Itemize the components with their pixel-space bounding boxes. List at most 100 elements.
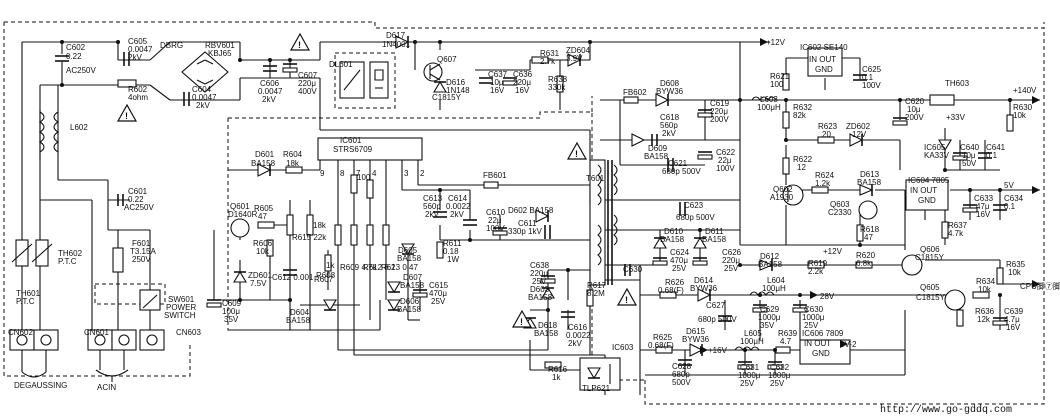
label-c632r: 25V <box>770 379 785 388</box>
label-th603: TH603 <box>945 79 970 88</box>
label-c632: C632 <box>770 363 790 372</box>
label-r612: R612 8.2 <box>363 263 396 272</box>
label-c621: C621 <box>668 159 688 168</box>
svg-text:!: ! <box>625 295 628 305</box>
label-ic601v: STRS6709 <box>333 145 373 154</box>
label-c618v: 560p <box>660 121 678 130</box>
label-d601: D601 <box>255 150 275 159</box>
label-d618: D618 <box>538 321 558 330</box>
label-c607r: 400V <box>298 87 317 96</box>
label-c601: C601 <box>128 187 148 196</box>
junction-dots <box>60 40 1012 352</box>
label-c619: C619 <box>710 99 730 108</box>
label-r620: R620 <box>856 251 876 260</box>
label-r605v: 47 <box>258 212 267 221</box>
svg-text:!: ! <box>125 111 128 121</box>
label-c637: C637 <box>488 70 508 79</box>
label-r611: R611 <box>443 239 462 248</box>
label-c614: C614 <box>448 194 468 203</box>
label-r607: R607 <box>314 275 334 284</box>
label-zd604v: 3.9V <box>566 54 583 63</box>
label-c627v: 680p 500V <box>698 315 737 324</box>
label-d616v: 1N148 <box>446 86 470 95</box>
label-zd604: ZD604 <box>566 46 591 55</box>
label-d606v: BA158 <box>397 305 422 314</box>
label-c607v: 220μ <box>298 79 316 88</box>
label-d604v: BA158 <box>286 316 311 325</box>
label-c612: C612 0.001 <box>272 273 314 282</box>
label-ic606g: GND <box>812 349 830 358</box>
label-r626: R626 <box>665 278 685 287</box>
label-c606v: 0.0047 <box>258 87 283 96</box>
label-c622: C622 <box>716 148 736 157</box>
label-c611: C611 <box>518 219 537 228</box>
label-q601: Q601 <box>230 202 250 211</box>
label-r606v: 10k <box>256 247 270 256</box>
label-r636: R636 <box>975 307 995 316</box>
label-d618v: BA158 <box>534 329 559 338</box>
label-ic601: IC601 <box>340 136 362 145</box>
label-q601v: D1640R <box>228 210 258 219</box>
label-c626: C626 <box>722 248 742 257</box>
label-d617v: 1N4001 <box>382 40 411 49</box>
label-l602: L602 <box>70 123 88 132</box>
label-c601r: AC250V <box>124 203 154 212</box>
label-r611v: 0.18 <box>443 247 459 256</box>
label-r625: R625 <box>653 333 673 342</box>
label-c637v: 10μ <box>490 78 504 87</box>
label-c640: C640 <box>960 143 980 152</box>
label-cn602: CN602 <box>8 328 33 337</box>
label-c619r: 200V <box>710 115 729 124</box>
label-v33: +33V <box>946 113 966 122</box>
label-d610: D610 <box>664 227 684 236</box>
label-c605v: 0.0047 <box>128 45 153 54</box>
label-th601v: P.T.C <box>16 297 35 306</box>
label-acin: ACIN <box>97 383 116 392</box>
label-r636v: 12k <box>977 315 991 324</box>
label-q603: Q603 <box>830 200 850 209</box>
label-d617: D617 <box>386 31 406 40</box>
label-r616v: 1k <box>326 261 335 270</box>
label-d605: D605 <box>398 246 418 255</box>
label-r637v: 4.7k <box>948 229 964 238</box>
label-t601: T601 <box>586 174 605 183</box>
label-r617v: 8.2M <box>587 289 605 298</box>
label-d609: D609 <box>648 144 668 153</box>
label-cn601: CN601 <box>84 328 109 337</box>
label-c606: C606 <box>260 79 280 88</box>
label-r631: R631 <box>540 49 560 58</box>
label-d612: D612 <box>760 252 780 261</box>
label-c605r: 2kV <box>128 53 142 62</box>
label-r602: R602 <box>128 85 148 94</box>
label-c639v: 4.7μ <box>1004 315 1020 324</box>
label-c634v: 0.1 <box>1004 202 1016 211</box>
label-d603: D603 <box>530 285 550 294</box>
label-r631v: 2.7k <box>540 57 556 66</box>
label-c609r: 35V <box>224 315 239 324</box>
output-arrows <box>700 38 1040 354</box>
label-r614: 18k <box>313 221 327 230</box>
label-c618r: 2kV <box>662 129 676 138</box>
label-ic604: IC604 7805 <box>908 176 950 185</box>
label-r611r: 1W <box>447 255 459 264</box>
label-r639v: 4.7 <box>780 337 792 346</box>
label-r605: R605 <box>254 204 274 213</box>
label-c601v: 0.22 <box>128 195 144 204</box>
label-c607: C607 <box>298 71 318 80</box>
label-d601v: BA158 <box>251 159 276 168</box>
label-c609: C609 <box>222 299 242 308</box>
label-c633: C633 <box>974 194 994 203</box>
label-c610: C610 <box>486 208 506 217</box>
label-r616: R616 <box>548 365 568 374</box>
label-c629: C629 <box>760 305 780 314</box>
label-v12top: +12V <box>766 38 786 47</box>
label-c624: C624 <box>670 248 690 257</box>
label-ic605v: KA33V <box>924 151 950 160</box>
label-c618: C618 <box>660 113 680 122</box>
label-zd601: ZD601 <box>248 271 273 280</box>
label-v9: 9V-2 <box>840 340 857 349</box>
label-v140: +140V <box>1013 86 1037 95</box>
label-f601v: T3.15A <box>130 247 156 256</box>
label-ic604g: GND <box>918 196 936 205</box>
warning-triangle-icon: ! <box>511 309 533 328</box>
